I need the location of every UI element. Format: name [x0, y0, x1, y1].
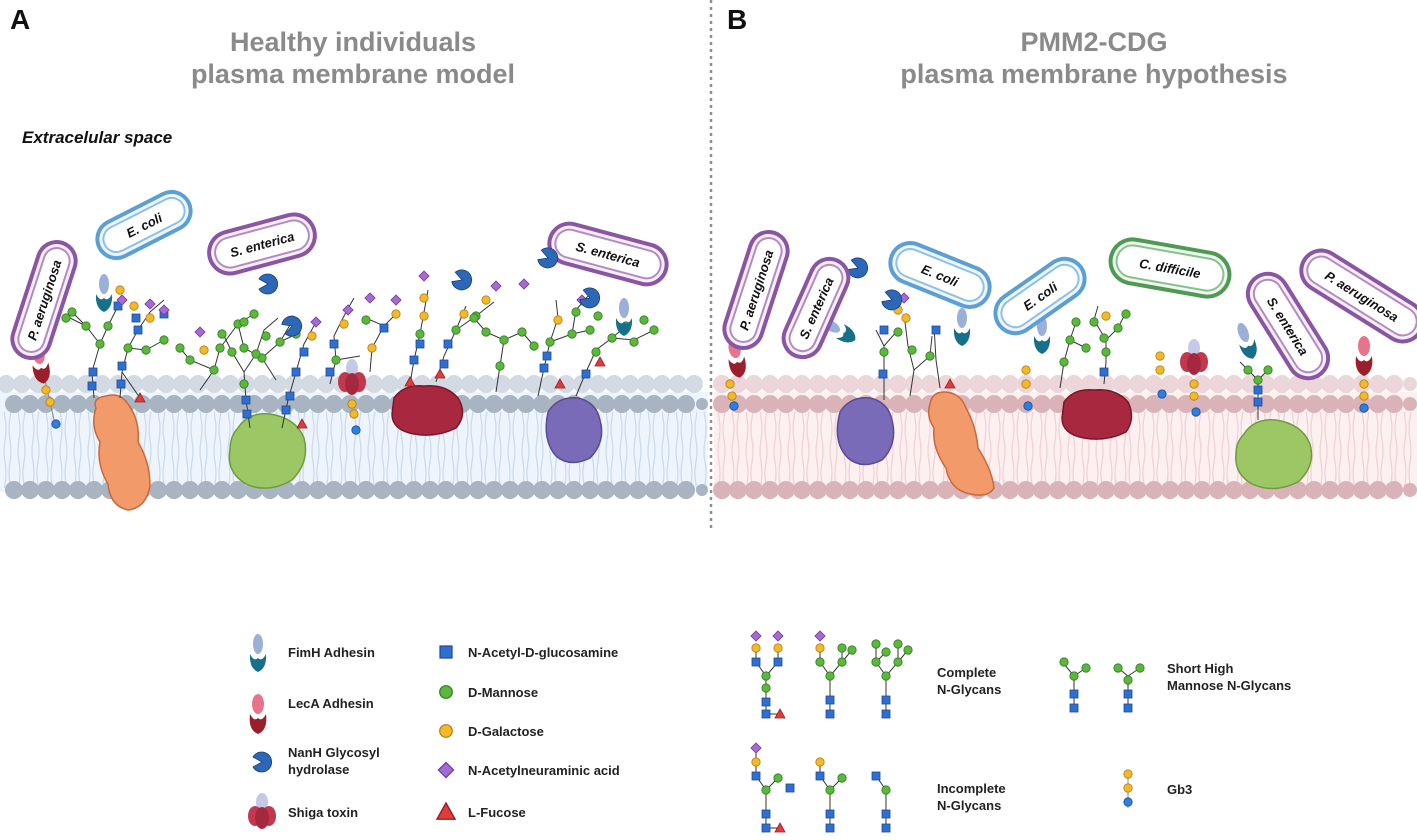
- membrane-protein-green-a: [228, 413, 307, 489]
- legend-incomplete-glycans: [750, 742, 891, 833]
- panel-a-letter: A: [10, 4, 31, 35]
- legend-icons-col1: [248, 634, 276, 829]
- membrane-protein-maroon-a: [391, 385, 464, 436]
- membrane-protein-purple-a: [545, 397, 603, 464]
- legend-gb3-label: Gb3: [1167, 782, 1193, 797]
- legend-neu5ac-label: N-Acetylneuraminic acid: [468, 763, 620, 778]
- nanh-hydrolase-icon: [252, 751, 273, 773]
- legend-galactose-label: D-Galactose: [468, 724, 544, 739]
- membrane-protein-orange-b: [927, 391, 995, 496]
- legend-mannose-label: D-Mannose: [468, 685, 539, 700]
- membrane-protein-green-b: [1235, 419, 1313, 490]
- legend-complete-label: Complete N-Glycans: [937, 664, 1001, 698]
- galactose-icon: [439, 724, 453, 738]
- legend-incomplete-label: Incomplete N-Glycans: [937, 780, 1006, 814]
- glycans-b: [724, 255, 1373, 420]
- legend-incomplete-line2: N-Glycans: [937, 798, 1002, 813]
- legend-glcnac-label: N-Acetyl-D-glucosamine: [468, 645, 619, 660]
- membrane-b: [713, 375, 1417, 499]
- legend-short-glycans: [1059, 657, 1145, 713]
- panel-a-title: Healthy individuals plasma membrane mode…: [93, 26, 613, 90]
- legend-short-label: Short High Mannose N-Glycans: [1167, 660, 1291, 694]
- legend-icons-col2: [436, 645, 456, 820]
- legend-leca-label: LecA Adhesin: [288, 696, 374, 711]
- legend-nanh-line1: NanH Glycosyl: [288, 745, 380, 760]
- bacteria-b: P. aeruginosa S. enterica E. coli E. col…: [722, 230, 1417, 381]
- legend-short-line2: Mannose N-Glycans: [1167, 678, 1292, 693]
- mannose-icon: [439, 685, 453, 699]
- neu5ac-icon: [437, 761, 455, 779]
- bacteria-a: P. aeruginosa E. coli S. enterica S. ent…: [10, 189, 669, 360]
- panel-a-gb3-attachments: [28, 274, 633, 435]
- panel-a-title-line2: plasma membrane model: [190, 59, 516, 89]
- glcnac-icon: [439, 645, 453, 659]
- legend-nanh-line2: hydrolase: [288, 762, 350, 777]
- legend-nanh-label: NanH Glycosyl hydrolase: [288, 744, 380, 778]
- panel-b-title-line2: plasma membrane hypothesis: [900, 59, 1288, 89]
- shiga-toxin-icon: [248, 793, 276, 829]
- legend-complete-line2: N-Glycans: [937, 682, 1002, 697]
- legend-incomplete-line1: Incomplete: [937, 781, 1006, 796]
- panel-a-title-line1: Healthy individuals: [229, 27, 477, 57]
- fucose-icon: [436, 802, 456, 820]
- legend-fimh-label: FimH Adhesin: [288, 645, 375, 660]
- extracellular-space-label: Extracelular space: [22, 128, 173, 147]
- legend-shiga-label: Shiga toxin: [288, 805, 359, 820]
- panel-b-title: PMM2-CDG plasma membrane hypothesis: [834, 26, 1354, 90]
- membrane-protein-purple-b: [836, 397, 895, 466]
- legend-fucose-label: L-Fucose: [468, 805, 526, 820]
- legend-complete-glycans: [750, 630, 913, 719]
- panel-b-title-line1: PMM2-CDG: [1020, 27, 1168, 57]
- membrane-protein-maroon-b: [1061, 389, 1133, 440]
- legend-complete-line1: Complete: [937, 665, 997, 680]
- glycans-a: [61, 267, 659, 429]
- panel-b-letter: B: [727, 4, 748, 35]
- leca-adhesin-icon: [249, 694, 267, 734]
- legend-gb3: [1123, 769, 1133, 808]
- fimh-adhesin-icon: [249, 634, 267, 672]
- legend-short-line1: Short High: [1167, 661, 1234, 676]
- membrane-protein-orange-a: [93, 394, 151, 511]
